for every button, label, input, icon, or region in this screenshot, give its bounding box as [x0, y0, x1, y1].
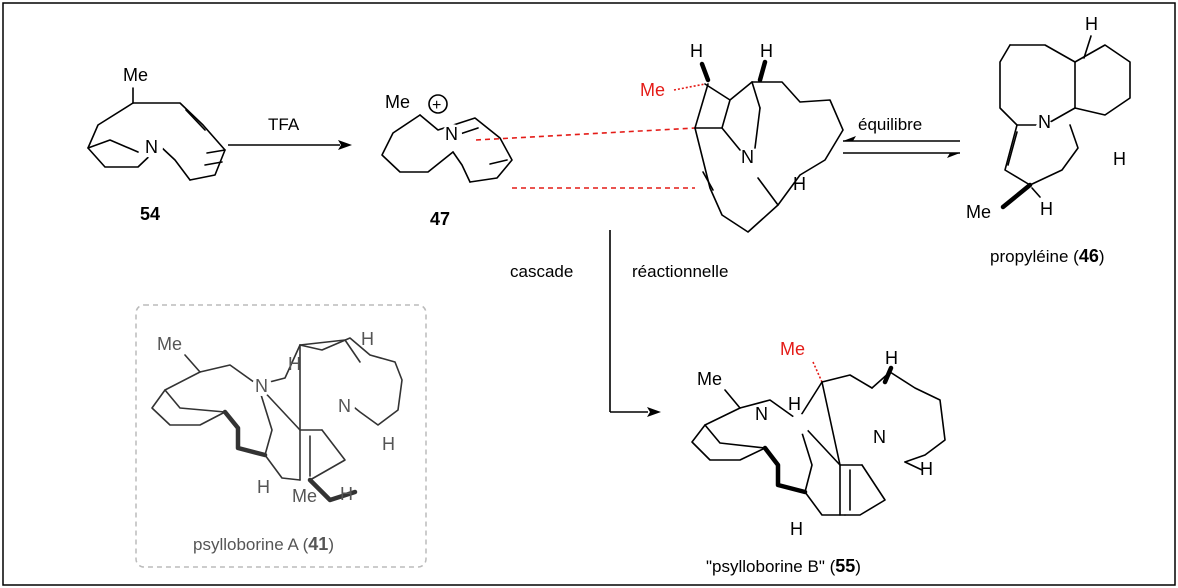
compound-propyleine: H Me H H N propyléine (46) — [966, 14, 1131, 266]
atom-n: N — [145, 137, 158, 157]
atom-h: H — [1113, 149, 1126, 169]
atom-h: H — [690, 41, 703, 61]
atom-h: H — [288, 354, 301, 374]
atom-h: H — [793, 174, 806, 194]
atom-n: N — [873, 427, 886, 447]
label-equilibrium: équilibre — [858, 115, 922, 134]
compound-54: Me N 54 — [87, 65, 226, 224]
compound-caption: psylloborine A (41) — [193, 534, 334, 554]
atom-me-red: Me — [780, 339, 805, 359]
compound-number: 46 — [1079, 246, 1099, 266]
label-cascade: cascade — [510, 262, 573, 281]
compound-psylloborine-b: Me Me H H H H N N "psylloborine B" (55) — [691, 339, 946, 576]
label-reactionnelle: réactionnelle — [632, 262, 728, 281]
atom-h: H — [340, 484, 353, 504]
atom-h: H — [885, 348, 898, 368]
atom-h: H — [1040, 199, 1053, 219]
box-psylloborine-a — [135, 304, 427, 568]
arrow-equilibrium: équilibre — [843, 115, 960, 158]
atom-me: Me — [697, 369, 722, 389]
atom-h: H — [382, 434, 395, 454]
atom-h: H — [790, 519, 803, 539]
compound-intermediate-fragment: H Me H N H — [640, 41, 844, 233]
atom-n: N — [755, 404, 768, 424]
atom-me: Me — [123, 65, 148, 85]
atom-me: Me — [966, 202, 991, 222]
atom-h: H — [788, 394, 801, 414]
atom-h: H — [760, 41, 773, 61]
compound-number: 54 — [140, 204, 160, 224]
atom-n: N — [255, 376, 268, 396]
compound-number: 47 — [430, 209, 450, 229]
compound-47: Me + N 47 — [381, 92, 513, 229]
compound-number: 41 — [308, 534, 328, 554]
atom-me: Me — [292, 486, 317, 506]
dashed-bond-upper — [475, 127, 696, 141]
atom-h: H — [920, 459, 933, 479]
atom-me: Me — [157, 334, 182, 354]
atom-me: Me — [385, 92, 410, 112]
atom-n: N — [338, 396, 351, 416]
arrow-tfa: TFA — [228, 115, 352, 150]
charge-plus: + — [432, 97, 441, 114]
atom-n: N — [445, 124, 458, 144]
atom-h: H — [257, 477, 270, 497]
atom-me-red: Me — [640, 80, 665, 100]
compound-number: 55 — [835, 556, 855, 576]
compound-name: psylloborine A — [193, 535, 300, 554]
atom-n: N — [741, 147, 754, 167]
atom-h: H — [1085, 14, 1098, 34]
atom-h: H — [361, 329, 374, 349]
compound-psylloborine-a: Me H H H H Me H N N psylloborine A (41) — [151, 329, 403, 554]
reagent-tfa: TFA — [268, 115, 300, 134]
atom-n: N — [1038, 112, 1051, 132]
compound-name: "psylloborine B" — [706, 557, 825, 576]
compound-name: propyléine — [990, 247, 1068, 266]
arrow-cascade: cascade réactionnelle — [510, 230, 728, 417]
compound-caption: propyléine (46) — [990, 246, 1105, 266]
compound-caption: "psylloborine B" (55) — [706, 556, 861, 576]
